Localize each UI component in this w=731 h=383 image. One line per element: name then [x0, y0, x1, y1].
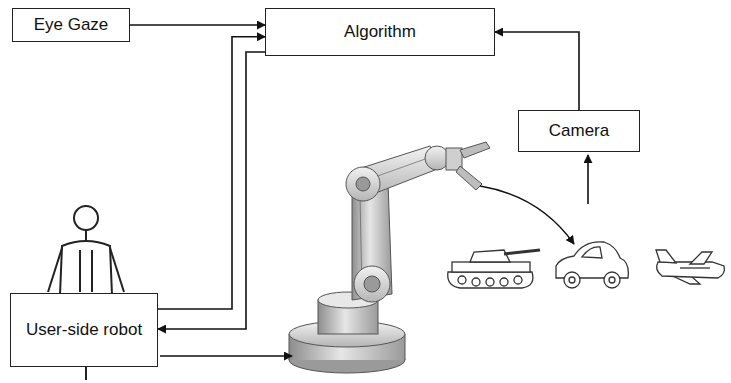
node-label: Camera: [549, 121, 609, 141]
input-box: Eye Gaze: [12, 8, 130, 42]
car-sketch: [556, 242, 628, 288]
sensor-box: Camera: [518, 110, 640, 152]
command-arrow: [160, 355, 292, 357]
node-label: User-side robot: [26, 320, 142, 340]
flow-arrow: [158, 37, 265, 309]
robot-box: User-side robot: [10, 293, 158, 367]
pick-arrow: [480, 186, 574, 244]
node-label: Algorithm: [344, 22, 416, 42]
flow-arrow: [130, 24, 265, 26]
node-label: Eye Gaze: [34, 15, 109, 35]
view-arrow: [587, 155, 589, 204]
flow-arrow: [158, 52, 265, 329]
tank-sketch: [448, 250, 540, 288]
process-box: Algorithm: [265, 8, 495, 56]
robot-arm: [289, 142, 490, 373]
flow-arrow: [495, 32, 579, 110]
airplane-sketch: [656, 250, 724, 284]
